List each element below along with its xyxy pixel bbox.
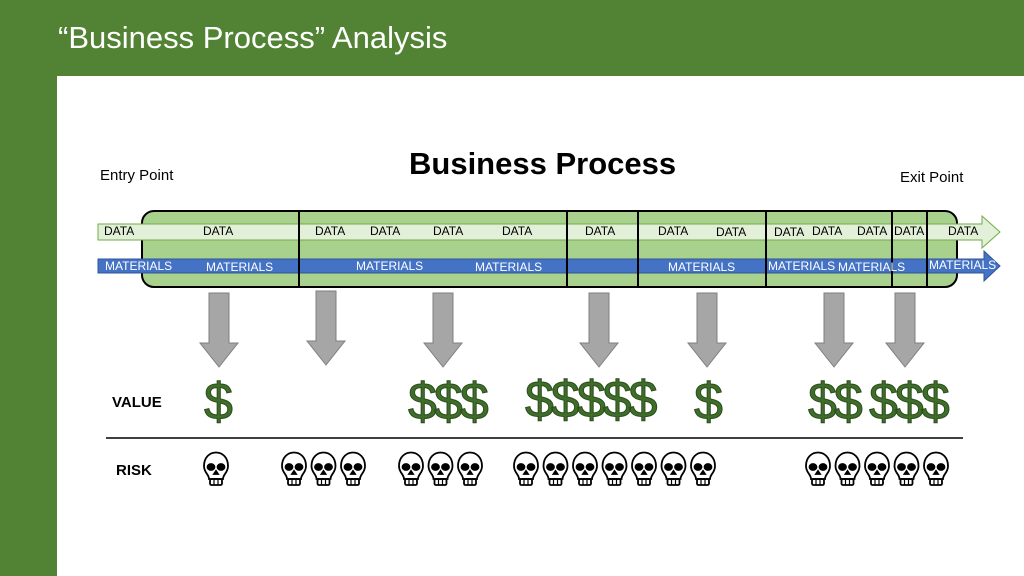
- risk-label: RISK: [116, 462, 152, 479]
- skull-icon: [923, 451, 949, 486]
- data-flow-arrow: [97, 214, 1001, 250]
- skull-icon: [398, 451, 424, 486]
- skull-icon: [203, 451, 229, 486]
- materials-flow-arrow: [97, 249, 1001, 283]
- materials-label: MATERIALS: [838, 260, 906, 274]
- skull-icon: [690, 451, 716, 486]
- data-label: DATA: [894, 224, 925, 238]
- title-bar: [0, 0, 1024, 76]
- skull-icon: [340, 451, 366, 486]
- down-arrow: [422, 292, 464, 368]
- data-label: DATA: [774, 225, 805, 239]
- down-arrow: [578, 292, 620, 368]
- data-label: DATA: [502, 224, 533, 238]
- down-arrow: [813, 292, 855, 368]
- data-label: DATA: [104, 224, 135, 238]
- value-dollars: $: [694, 373, 724, 431]
- data-label: DATA: [203, 224, 234, 238]
- value-label: VALUE: [112, 394, 162, 411]
- skull-icon: [572, 451, 598, 486]
- process-container: [141, 210, 958, 288]
- diagram-heading: Business Process: [409, 146, 677, 181]
- materials-label: MATERIALS: [206, 260, 274, 274]
- skull-icon: [864, 451, 890, 486]
- materials-label: MATERIALS: [475, 260, 543, 274]
- value-dollars: $$$: [408, 373, 490, 431]
- data-label: DATA: [716, 225, 747, 239]
- data-label: DATA: [585, 224, 616, 238]
- value-dollars: $$$: [869, 373, 951, 431]
- materials-label: MATERIALS: [105, 259, 173, 273]
- skull-icon: [893, 451, 920, 486]
- skull-icon: [805, 451, 831, 486]
- skull-icon: [281, 451, 307, 486]
- value-dollars: $$$$$: [525, 371, 659, 429]
- skull-icon: [542, 451, 569, 486]
- down-arrow: [305, 290, 347, 366]
- data-label: DATA: [948, 224, 979, 238]
- skull-icon: [427, 451, 454, 486]
- down-arrow: [198, 292, 240, 368]
- skull-icon: [457, 451, 483, 486]
- step-dividers: [298, 211, 928, 287]
- exit-point-label: Exit Point: [900, 169, 964, 186]
- skull-icon: [513, 451, 539, 486]
- materials-label: MATERIALS: [356, 259, 424, 273]
- data-label: DATA: [857, 224, 888, 238]
- skull-icon: [310, 451, 337, 486]
- skull-icon: [660, 451, 687, 486]
- skull-icon: [601, 451, 628, 486]
- slide-title: “Business Process” Analysis: [58, 20, 448, 55]
- materials-label: MATERIALS: [668, 260, 736, 274]
- value-dollars: $: [204, 373, 234, 431]
- skull-icon: [631, 451, 657, 486]
- skull-icon: [834, 451, 861, 486]
- data-label: DATA: [812, 224, 843, 238]
- data-label: DATA: [315, 224, 346, 238]
- data-label: DATA: [658, 224, 689, 238]
- entry-point-label: Entry Point: [100, 167, 174, 184]
- value-dollars: $$: [808, 373, 864, 431]
- down-arrow: [686, 292, 728, 368]
- data-label: DATA: [370, 224, 401, 238]
- data-label: DATA: [433, 224, 464, 238]
- materials-label: MATERIALS: [929, 258, 997, 272]
- materials-label: MATERIALS: [768, 259, 836, 273]
- down-arrow: [884, 292, 926, 368]
